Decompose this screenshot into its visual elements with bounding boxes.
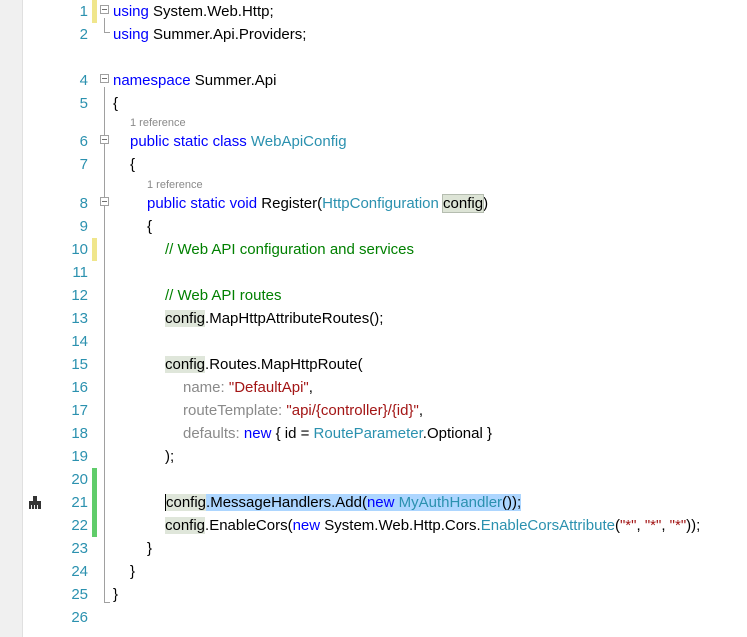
code-text: {: [113, 95, 119, 112]
code-text: namespace Summer.Api: [113, 72, 277, 89]
line-number: 19: [71, 448, 88, 465]
codelens-references[interactable]: 1 reference: [147, 179, 203, 191]
line-number: 13: [71, 310, 88, 327]
code-text: config.MapHttpAttributeRoutes();: [165, 310, 384, 327]
code-text: }: [130, 563, 136, 580]
line-number: 5: [79, 95, 88, 112]
code-line: 10 // Web API configuration and services: [0, 238, 747, 261]
code-line: 24 }: [0, 560, 747, 583]
code-line: 13 config.MapHttpAttributeRoutes();: [0, 307, 747, 330]
codelens-references[interactable]: 1 reference: [130, 117, 186, 129]
code-line: 16 name: "DefaultApi",: [0, 376, 747, 399]
code-line: 26: [0, 606, 747, 629]
line-number: 8: [79, 195, 88, 212]
line-number: 6: [79, 133, 88, 150]
code-text: }: [113, 586, 119, 603]
collapse-icon[interactable]: [100, 135, 109, 144]
collapse-icon[interactable]: [100, 5, 109, 14]
change-indicator: [92, 238, 97, 261]
code-line: 25 }: [0, 583, 747, 606]
code-line: 4 namespace Summer.Api: [0, 69, 747, 92]
code-text: public static class WebApiConfig: [130, 133, 347, 150]
collapse-icon[interactable]: [100, 197, 109, 206]
code-text: using System.Web.Http;: [113, 3, 274, 20]
line-number: 9: [79, 218, 88, 235]
fold-guide-end: [104, 32, 110, 33]
line-number: 18: [71, 425, 88, 442]
code-line: 1 using System.Web.Http;: [0, 0, 747, 23]
line-number: 26: [71, 609, 88, 626]
code-text: );: [165, 448, 175, 465]
line-number: 16: [71, 379, 88, 396]
line-number: 2: [79, 26, 88, 43]
code-line: 21 config.MessageHandlers.Add(new MyAuth…: [0, 491, 747, 514]
change-indicator: [92, 0, 97, 23]
code-text: }: [147, 540, 153, 557]
line-number: 15: [71, 356, 88, 373]
code-text: {: [147, 218, 153, 235]
code-text: // Web API configuration and services: [165, 241, 415, 258]
line-number: 23: [71, 540, 88, 557]
code-text: routeTemplate: "api/{controller}/{id}",: [183, 402, 423, 419]
selected-code-text[interactable]: config.MessageHandlers.Add(new MyAuthHan…: [165, 494, 522, 511]
code-text: {: [130, 156, 136, 173]
glyph-margin: [0, 0, 23, 637]
code-line: 22 config.EnableCors(new System.Web.Http…: [0, 514, 747, 537]
line-number: 10: [71, 241, 88, 258]
code-text: using Summer.Api.Providers;: [113, 26, 307, 43]
line-number: 22: [71, 517, 88, 534]
line-number: 25: [71, 586, 88, 603]
line-number: 14: [71, 333, 88, 350]
code-line: 19 );: [0, 445, 747, 468]
code-line: 23 }: [0, 537, 747, 560]
line-number: 17: [71, 402, 88, 419]
code-line: 12 // Web API routes: [0, 284, 747, 307]
change-indicator: [92, 491, 97, 514]
code-line: 8 public static void Register(HttpConfig…: [0, 192, 747, 215]
code-line: 9 {: [0, 215, 747, 238]
change-indicator: [92, 468, 97, 491]
code-line: 5 {: [0, 92, 747, 115]
quick-action-brush-icon[interactable]: [28, 496, 42, 510]
code-text: config.EnableCors(new System.Web.Http.Co…: [165, 517, 701, 534]
code-line: 17 routeTemplate: "api/{controller}/{id}…: [0, 399, 747, 422]
line-number: 21: [71, 494, 88, 511]
code-line: 18 defaults: new { id = RouteParameter.O…: [0, 422, 747, 445]
code-line: 14: [0, 330, 747, 353]
code-line: 11: [0, 261, 747, 284]
code-text: name: "DefaultApi",: [183, 379, 313, 396]
code-line: 20: [0, 468, 747, 491]
fold-guide-end: [104, 602, 110, 603]
line-number: 11: [72, 264, 88, 281]
collapse-icon[interactable]: [100, 74, 109, 83]
line-number: 4: [79, 72, 88, 89]
code-text: config.Routes.MapHttpRoute(: [165, 356, 363, 373]
line-number: 12: [71, 287, 88, 304]
code-line: 15 config.Routes.MapHttpRoute(: [0, 353, 747, 376]
code-line: 6 public static class WebApiConfig: [0, 130, 747, 153]
code-text: public static void Register(HttpConfigur…: [147, 194, 489, 213]
code-text: // Web API routes: [165, 287, 282, 304]
line-number: 20: [71, 471, 88, 488]
fold-guide: [104, 87, 105, 602]
line-number: 24: [71, 563, 88, 580]
code-line: 2 using Summer.Api.Providers;: [0, 23, 747, 46]
change-indicator: [92, 514, 97, 537]
code-text: defaults: new { id = RouteParameter.Opti…: [183, 425, 492, 442]
line-number: 1: [79, 3, 88, 20]
line-number: 7: [79, 156, 88, 173]
fold-guide: [104, 18, 105, 32]
code-line: 7 {: [0, 153, 747, 176]
